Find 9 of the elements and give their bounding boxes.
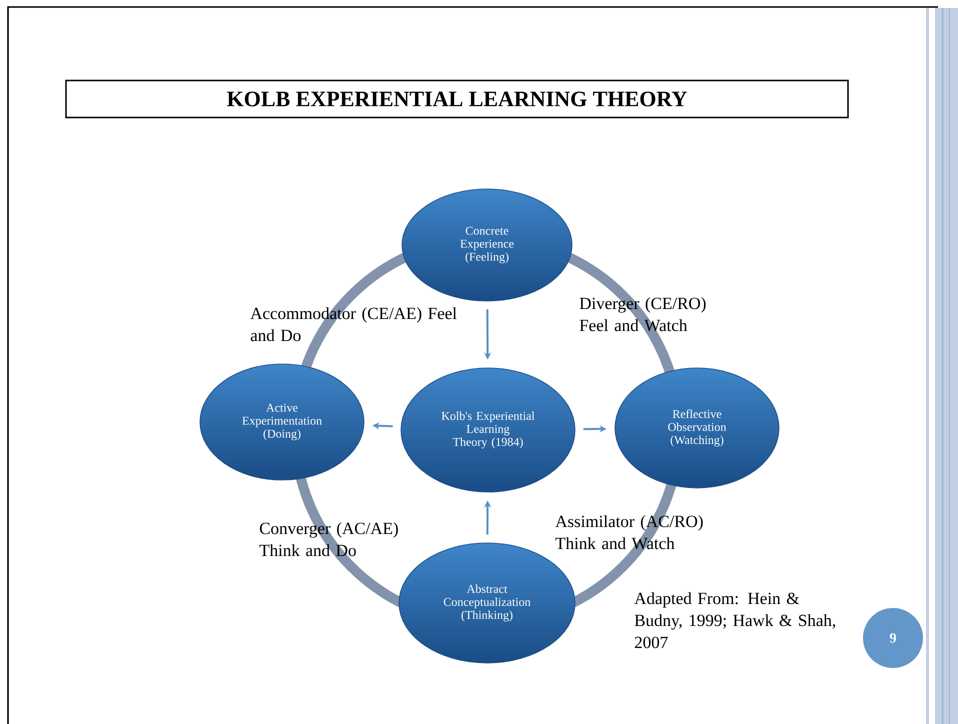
- title-box: KOLB EXPERIENTIAL LEARNING THEORY: [65, 80, 849, 118]
- ellipse-node: Concrete Experience (Feeling): [402, 188, 572, 302]
- quadrant-label: Diverger (CE/RO) Feel and Watch: [580, 297, 706, 332]
- quadrant-label: Converger (AC/AE) Think and Do: [260, 522, 398, 556]
- quadrant-label: Adapted From: Hein & Budny, 1999; Hawk & Shah, 2007: [634, 592, 836, 648]
- ellipse-node: Reflective Observation (Watching): [614, 368, 780, 488]
- quadrant-label: Accommodator (CE/AE) Feel and Do: [250, 307, 457, 342]
- ellipse-node: Kolb's Experiential Learning Theory (1984): [400, 368, 576, 492]
- ellipse-node: Active Experimentation (Doing): [200, 364, 364, 480]
